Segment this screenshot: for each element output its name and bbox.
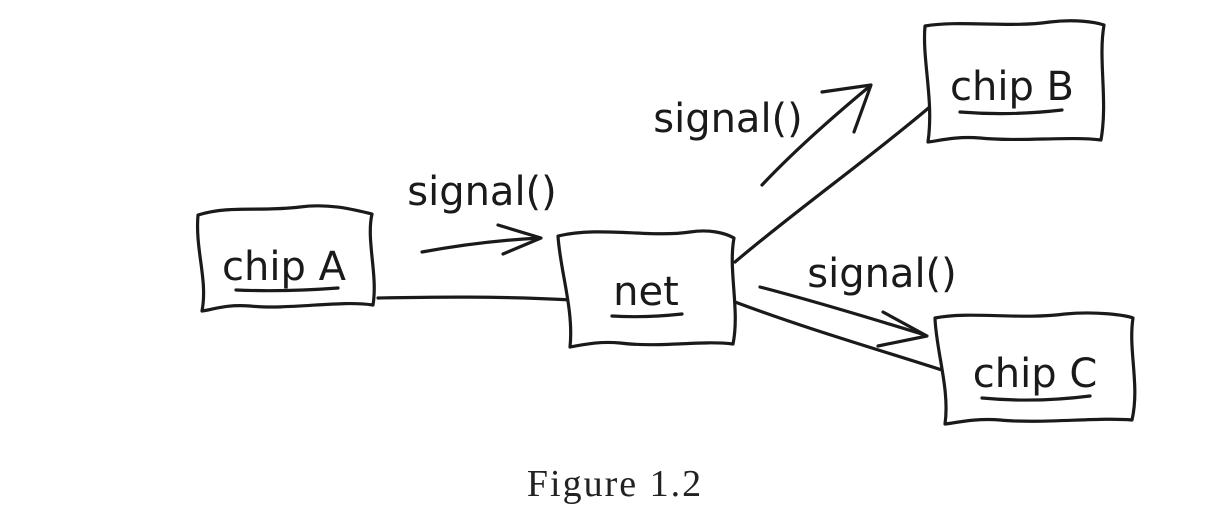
net-node: net — [556, 229, 737, 349]
arrow-net-b-shaft — [760, 84, 872, 187]
signal-arrow-net-c: signal() — [758, 251, 957, 348]
chip-a-node: chip A — [195, 204, 376, 313]
chip-a-underline — [234, 286, 340, 293]
connector-net-chip-c — [733, 300, 950, 374]
signal-arrow-a-net: signal() — [407, 169, 557, 256]
arrow-net-c-shaft — [758, 285, 927, 337]
net-underline — [610, 312, 684, 319]
arrow-net-c-head — [876, 310, 929, 348]
connector-net-chip-b — [733, 103, 934, 264]
chip-a-label: chip A — [222, 244, 347, 290]
net-box — [556, 229, 737, 349]
chip-b-label: chip B — [950, 64, 1074, 110]
arrow-a-net-shaft — [420, 236, 542, 254]
connector-chip-a-net — [376, 295, 574, 302]
arrow-net-b-head — [820, 83, 873, 134]
net-label: net — [613, 269, 679, 315]
signal-label-a-net: signal() — [407, 169, 557, 215]
arrow-a-net-head — [496, 223, 543, 256]
figure-caption: Figure 1.2 — [526, 463, 704, 505]
chip-c-node: chip C — [933, 311, 1137, 426]
chip-c-underline — [980, 394, 1092, 402]
signal-label-net-c: signal() — [807, 251, 957, 297]
signal-label-net-b: signal() — [653, 96, 803, 142]
signal-arrow-net-b: signal() — [653, 83, 873, 187]
chip-b-underline — [958, 108, 1064, 116]
chip-c-label: chip C — [973, 351, 1098, 397]
chip-b-node: chip B — [922, 19, 1106, 144]
chip-a-box — [195, 204, 376, 313]
